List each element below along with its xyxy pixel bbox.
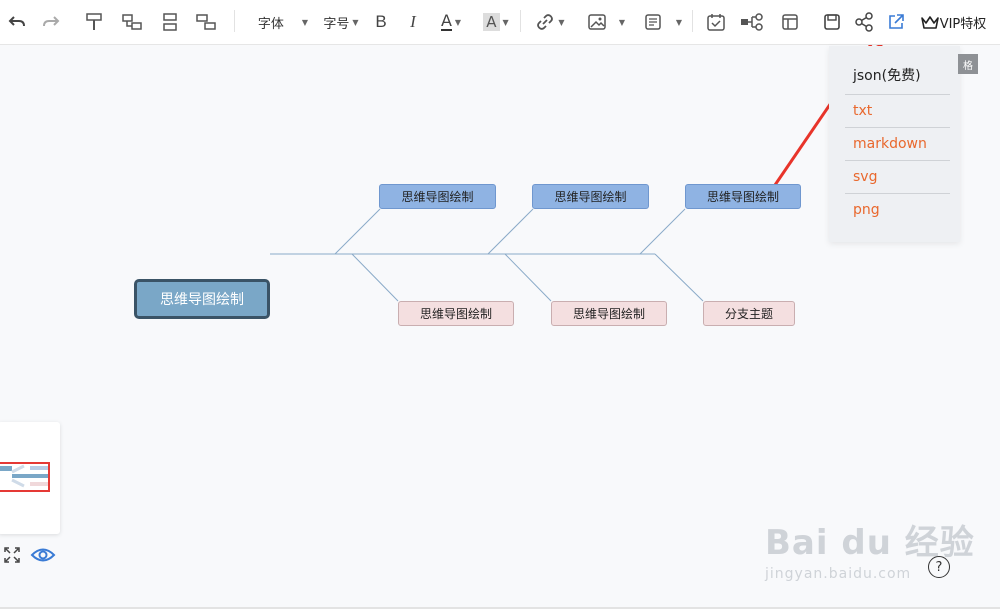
font-size-label: 字号 xyxy=(323,16,350,32)
chevron-down-icon: ▼ xyxy=(352,17,359,27)
vip-label: VIP特权 xyxy=(939,16,987,32)
chevron-down-icon: ▼ xyxy=(454,17,462,27)
menu-divider xyxy=(845,127,950,128)
export-txt-option[interactable]: txt xyxy=(853,103,873,119)
export-json-option[interactable]: json(免费) xyxy=(853,68,921,84)
chevron-down-icon: ▼ xyxy=(301,17,309,27)
font-family-label: 字体 xyxy=(257,16,284,32)
highlight-color-button[interactable]: A ▼ xyxy=(478,8,514,36)
chevron-down-icon: ▼ xyxy=(618,17,626,27)
undo-icon xyxy=(8,16,25,27)
undo-button[interactable] xyxy=(6,8,28,36)
note-icon xyxy=(645,14,661,30)
structure-icon xyxy=(741,13,763,31)
format-painter-icon xyxy=(86,13,102,30)
mindmap-canvas[interactable]: 思维导图绘制 思维导图绘制 思维导图绘制 思维导图绘制 思维导图绘制 思维导图绘… xyxy=(0,45,1000,608)
calendar-check-icon xyxy=(707,14,725,31)
eye-icon xyxy=(30,548,56,562)
insert-child-button[interactable] xyxy=(120,8,144,36)
toolbar-divider xyxy=(520,10,521,32)
export-menu: json(免费) txt markdown svg png xyxy=(829,46,960,242)
link-icon xyxy=(537,14,554,30)
image-icon xyxy=(588,14,606,30)
font-family-select[interactable]: 字体 ▼ xyxy=(254,8,312,36)
font-size-select[interactable]: 字号 ▼ xyxy=(320,8,362,36)
redo-icon xyxy=(43,16,60,27)
layout-icon xyxy=(782,14,798,30)
italic-icon: I xyxy=(410,12,416,31)
bold-button[interactable]: B xyxy=(370,8,392,36)
expand-icon xyxy=(4,547,20,563)
topic-node[interactable]: 分支主题 xyxy=(703,301,795,326)
export-svg-option[interactable]: svg xyxy=(853,169,878,185)
layout-button[interactable] xyxy=(778,8,802,36)
help-button[interactable]: ? xyxy=(928,556,950,578)
minimap-viewport[interactable] xyxy=(0,462,50,492)
vip-button[interactable]: VIP特权 xyxy=(916,8,990,36)
menu-divider xyxy=(845,94,950,95)
save-icon xyxy=(824,14,840,30)
menu-divider xyxy=(845,193,950,194)
topic-node[interactable]: 思维导图绘制 xyxy=(532,184,649,209)
task-button[interactable] xyxy=(704,8,728,36)
toolbar-divider xyxy=(234,10,235,32)
minimap-preview xyxy=(0,464,48,488)
share-icon xyxy=(855,12,873,32)
format-painter-button[interactable] xyxy=(82,8,106,36)
highlight-icon: A xyxy=(483,13,500,31)
export-icon xyxy=(889,14,904,29)
topic-node[interactable]: 思维导图绘制 xyxy=(398,301,514,326)
insert-sibling-button[interactable] xyxy=(158,8,182,36)
topic-node[interactable]: 思维导图绘制 xyxy=(685,184,801,209)
root-topic[interactable]: 思维导图绘制 xyxy=(134,279,270,319)
fit-view-button[interactable] xyxy=(2,545,22,565)
export-button[interactable] xyxy=(884,8,908,36)
export-markdown-option[interactable]: markdown xyxy=(853,136,927,152)
insert-link-button[interactable]: ▼ xyxy=(530,8,570,36)
topic-node[interactable]: 思维导图绘制 xyxy=(551,301,667,326)
crown-icon xyxy=(920,16,939,29)
insert-image-button[interactable]: ▼ xyxy=(584,8,628,36)
toolbar-divider xyxy=(692,10,693,32)
sibling-node-icon xyxy=(163,13,177,31)
bottom-border xyxy=(0,607,1000,609)
chevron-down-icon: ▼ xyxy=(558,17,565,27)
font-color-button[interactable]: A ▼ xyxy=(434,8,468,36)
save-button[interactable] xyxy=(820,8,844,36)
topic-node[interactable]: 思维导图绘制 xyxy=(379,184,496,209)
redo-button[interactable] xyxy=(40,8,62,36)
minimap[interactable] xyxy=(0,422,60,534)
italic-button[interactable]: I xyxy=(402,8,424,36)
chevron-down-icon: ▼ xyxy=(675,17,683,27)
parent-node-icon xyxy=(196,14,216,30)
structure-button[interactable] xyxy=(738,8,766,36)
toggle-minimap-button[interactable] xyxy=(30,545,56,565)
share-button[interactable] xyxy=(852,8,876,36)
font-color-icon: A xyxy=(440,11,452,31)
insert-note-button[interactable]: ▼ xyxy=(640,8,686,36)
bold-icon: B xyxy=(375,12,387,31)
child-node-icon xyxy=(122,14,142,30)
insert-parent-button[interactable] xyxy=(194,8,218,36)
side-tag[interactable]: 格 xyxy=(958,54,978,74)
chevron-down-icon: ▼ xyxy=(502,17,509,27)
export-png-option[interactable]: png xyxy=(853,202,880,218)
toolbar: 字体 ▼ 字号 ▼ B I A ▼ A ▼ ▼ ▼ ▼ xyxy=(0,0,1000,45)
menu-divider xyxy=(845,160,950,161)
watermark-url: jingyan.baidu.com xyxy=(765,566,912,582)
